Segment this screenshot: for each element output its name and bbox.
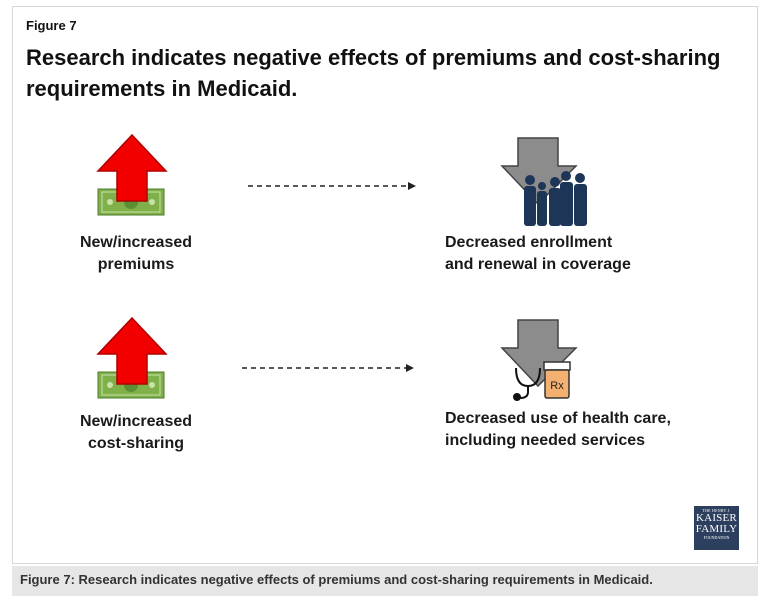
cause-line: cost-sharing [87,435,184,452]
red-up-arrow-icon [96,316,168,385]
cause-line: New/increased [79,234,193,251]
figure-title: Research indicates negative effects of p… [26,45,721,101]
cause-line: New/increased [79,413,193,430]
dashed-arrow-1 [248,182,416,190]
prescription-bottle-icon: Rx [543,361,571,399]
effect-label-enrollment: Decreased enrollment and renewal in cove… [445,232,705,276]
dashed-arrow-2 [242,364,414,372]
effect-line: and renewal in coverage [445,256,631,273]
effect-line: Decreased enrollment [445,234,613,251]
effect-line: Decreased use of health care, [445,410,671,427]
cause-line: premiums [97,256,175,273]
effect-label-health-care: Decreased use of health care, including … [445,408,725,452]
logo-line: FAMILY [695,523,738,535]
rx-label: Rx [550,380,564,392]
red-up-arrow-icon [96,133,168,202]
stethoscope-icon [513,367,541,401]
logo-line: FOUNDATION [703,535,730,540]
people-silhouette-icon [524,171,587,226]
figure-caption: Figure 7: Research indicates negative ef… [12,566,758,596]
logo-line: THE HENRY J. [702,508,731,513]
decreased-enrollment-icon [500,137,587,226]
logo-line: KAISER [696,512,737,524]
figure-frame [12,6,758,564]
premiums-icon [96,133,168,216]
figure-label: Figure 7 [26,18,77,33]
kaiser-family-foundation-logo: THE HENRY J. KAISER FAMILY FOUNDATION [694,506,739,550]
cause-label-cost-sharing: New/increased cost-sharing [56,411,216,455]
effect-line: including needed services [445,432,646,449]
decreased-use-icon: Rx [500,319,578,401]
cost-sharing-icon [96,316,168,399]
cause-label-premiums: New/increased premiums [56,232,216,276]
